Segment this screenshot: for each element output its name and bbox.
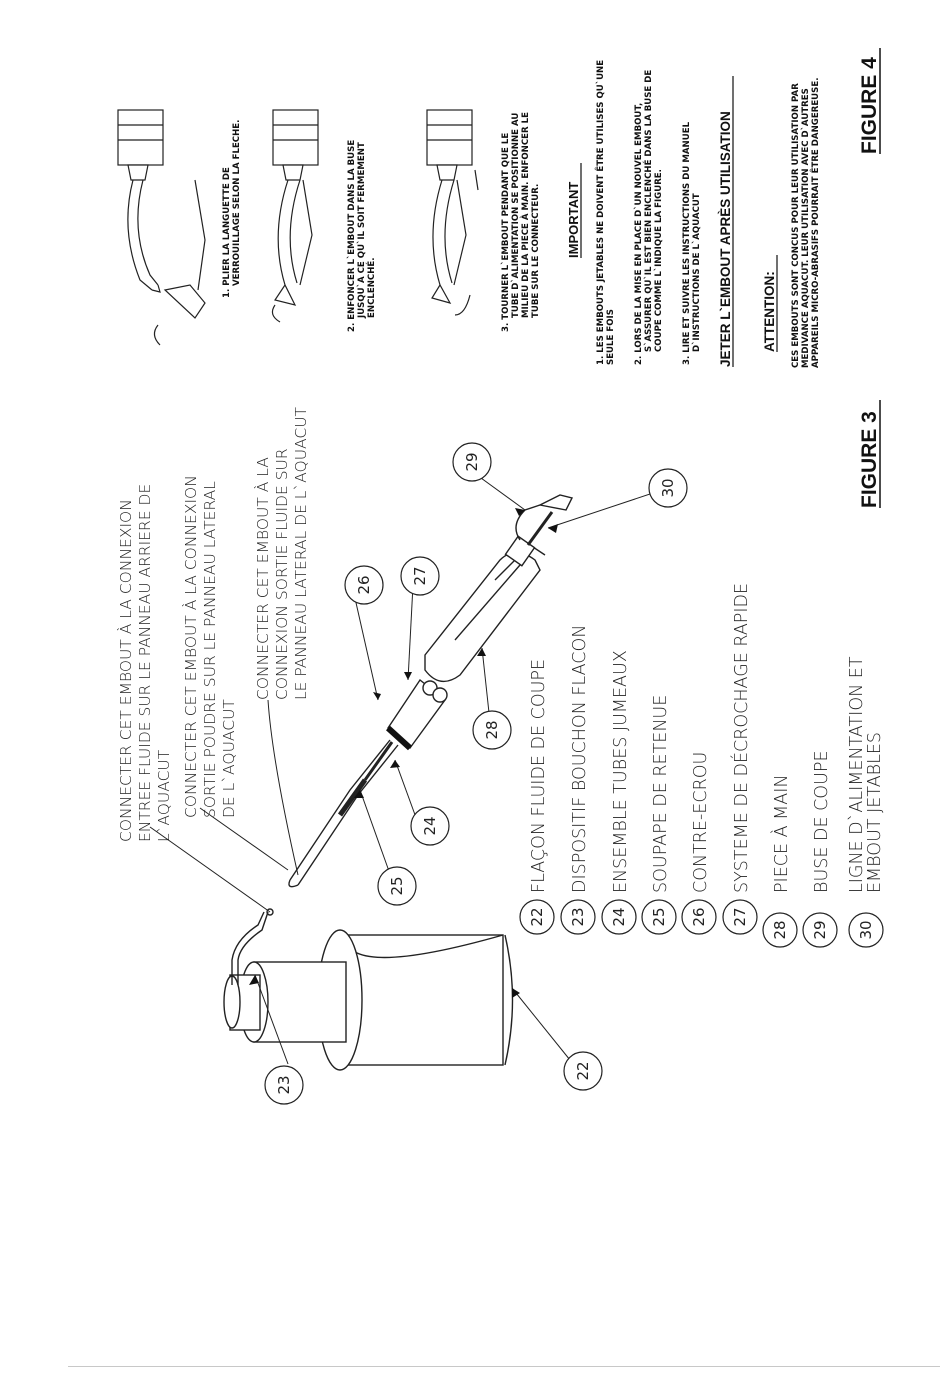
callout-3-line-1: CONNECTER CET EMBOUT À LA xyxy=(253,457,272,700)
callout-1-line-2: ENTREE FLUIDE SUR LE PANNEAU ARRIERE DE xyxy=(136,484,154,842)
legend-label-30-line-2: EMBOUT JETABLES xyxy=(865,732,885,893)
legend-num-24: 24 xyxy=(610,907,628,926)
step3-drawing xyxy=(426,109,479,316)
drawing-balloons xyxy=(264,442,688,1105)
legend-num-23: 23 xyxy=(569,907,587,926)
callout-2-line-3: DE L`AQUACUT xyxy=(220,699,238,818)
legend-num-27: 27 xyxy=(731,907,749,926)
balloon-30-text: 30 xyxy=(659,478,677,497)
important-2-line-2: S`ASSURER QU`IL EST BIEN ENCLENCHÉ DANS … xyxy=(642,70,654,352)
attention-title: ATTENTION: xyxy=(762,271,777,352)
attention-line-2: MEDIVANCE AQUACUT. LEUR UTILISATION AVEC… xyxy=(800,88,811,368)
balloon-24-text: 24 xyxy=(421,816,439,835)
legend-label-23: DISPOSITIF BOUCHON FLACON xyxy=(570,625,590,893)
important-2-line-3: COUPE COMME L`INDIQUE LA FIGURE. xyxy=(653,169,664,352)
figure4-title: FIGURE 4 xyxy=(858,57,881,154)
step3-line-4: TUBE SUR LE CONNECTEUR. xyxy=(531,184,541,318)
legend-num-29: 29 xyxy=(811,920,829,939)
balloon-24 xyxy=(410,806,450,846)
important-2-line-1: 2. LORS DE LA MISE EN PLACE D`UN NOUVEL … xyxy=(633,103,644,365)
handpiece-drawing xyxy=(424,494,574,683)
footer-rule xyxy=(68,1366,940,1367)
legend-num-22: 22 xyxy=(528,907,546,926)
step2-line-1: 2. ENFONCER L`EMBOUT DANS LA BUSE xyxy=(346,140,357,332)
callout-2-line-1: CONNECTER CET EMBOUT À LA CONNEXION xyxy=(181,475,200,818)
legend-label-29: BUSE DE COUPE xyxy=(812,750,832,893)
important-1-line-1: 1. LES EMBOUTS JETABLES NE DOIVENT ÊTRE … xyxy=(594,60,606,365)
legend-label-27: SYSTEME DE DÉCROCHAGE RAPIDE xyxy=(730,583,752,893)
balloon-23-text: 23 xyxy=(275,1075,293,1094)
balloon-22-text: 22 xyxy=(574,1061,592,1080)
step3-line-1: 3. TOURNER L`EMBOUT PENDANT QUE LE xyxy=(500,133,511,332)
legend-label-30: LIGNE D`ALIMENTATION ET xyxy=(847,656,867,893)
figure3-title: FIGURE 3 xyxy=(858,411,881,508)
balloon-29 xyxy=(452,442,492,482)
balloon-27 xyxy=(400,556,440,596)
balloon-25 xyxy=(377,866,417,906)
balloon-22 xyxy=(563,1051,603,1091)
balloon-28-text: 28 xyxy=(483,720,501,739)
legend-num-28: 28 xyxy=(771,920,789,939)
legend-label-24: ENSEMBLE TUBES JUMEAUX xyxy=(611,650,631,893)
balloon-26-text: 26 xyxy=(355,575,373,594)
balloon-30 xyxy=(648,468,688,508)
step1-line-1: 1. PLIER LA LANGUETTE DE xyxy=(222,167,232,298)
balloon-27-text: 27 xyxy=(411,566,429,585)
important-1-line-2: SEULE FOIS xyxy=(606,309,616,365)
callout-3-line-2: CONNEXION SORTIE FLUIDE SUR xyxy=(273,448,291,700)
figure4-step-drawings xyxy=(117,109,479,346)
attention-line-1: CES EMBOUTS SONT CONCUS POUR LEUR UTILIS… xyxy=(791,83,801,368)
legend-num-30: 30 xyxy=(857,920,875,939)
attention-line-3: APPAREILS MICRO-ABRASIFS POURRAIT ÊTRE D… xyxy=(809,78,821,369)
leader-arrowheads xyxy=(249,508,558,998)
quick-disconnect-drawing xyxy=(385,678,448,751)
step3-line-3: MILIEU DE LA PIECE À MAIN. ENFONCER LE xyxy=(519,112,531,318)
bottle-22-drawing xyxy=(223,908,514,1071)
balloon-25-text: 25 xyxy=(388,876,406,895)
callout-1-line-1: CONNECTER CET EMBOUT À LA CONNEXION xyxy=(116,499,135,842)
discard-title: JETER L`EMBOUT APRÈS UTILISATION xyxy=(718,111,733,367)
leader-lines xyxy=(149,469,669,1065)
parts-legend: 22 23 24 25 26 27 28 29 30 FLAÇON FLUIDE… xyxy=(519,583,885,948)
callout-3-line-3: LE PANNEAU LATERAL DE L`AQUACUT xyxy=(292,406,310,700)
callout-1-line-3: L`AQUACUT xyxy=(155,749,173,842)
balloon-23 xyxy=(264,1065,304,1105)
legend-num-25: 25 xyxy=(650,907,668,926)
legend-label-25: SOUPAPE DE RETENUE xyxy=(651,695,671,893)
important-3-line-2: D`INSTRUCTIONS DE L`AQUACUT xyxy=(691,193,702,352)
step2-line-2: JUSQU`A CE QU`IL SOIT FERMEMENT xyxy=(356,142,367,319)
step2-drawing xyxy=(271,109,319,323)
callout-2-line-2: SORTIE POUDRE SUR LE PANNEAU LATERAL xyxy=(201,481,219,818)
legend-num-26: 26 xyxy=(690,907,708,926)
legend-label-28: PIECE À MAIN xyxy=(770,775,792,893)
legend-label-22: FLAÇON FLUIDE DE COUPE xyxy=(529,659,549,893)
twin-tubes-drawing xyxy=(288,739,399,888)
legend-label-26: CONTRE-ECROU xyxy=(691,752,711,893)
step1-drawing xyxy=(117,109,206,346)
step1-line-2: VERROUILLAGE SELON LA FLECHE. xyxy=(232,120,242,286)
balloon-26 xyxy=(344,565,384,605)
balloon-28 xyxy=(472,710,512,750)
figure3-drawing xyxy=(223,494,574,1071)
important-3-line-1: 3. LIRE ET SUIVRE LES INSTRUCTIONS DU MA… xyxy=(682,121,692,365)
balloon-29-text: 29 xyxy=(463,452,481,471)
important-title: IMPORTANT xyxy=(566,182,581,258)
step2-line-3: ENCLENCHÉ. xyxy=(365,257,377,318)
step3-line-2: TUBE D`ALIMENTATION SE POSITIONNE AU xyxy=(510,113,521,318)
